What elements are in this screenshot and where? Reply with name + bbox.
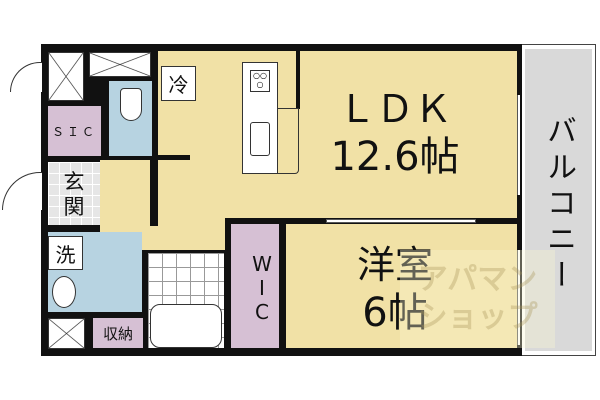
balcony: バルコニー — [521, 44, 596, 356]
closet-bottom — [48, 318, 85, 349]
fridge-label: 冷 — [161, 66, 196, 101]
storage: 収納 — [93, 318, 143, 348]
ldk-window — [517, 95, 520, 195]
washroom-label: 洗 — [48, 236, 83, 270]
shoe-closet: ＳＩＣ — [48, 106, 101, 156]
sink-icon — [250, 122, 270, 156]
toilet-icon — [120, 88, 142, 121]
western-window — [517, 250, 520, 345]
entrance-label: 玄関 — [63, 170, 85, 219]
washbasin-icon — [52, 276, 76, 308]
western-size: 6帖 — [362, 290, 428, 336]
western-room — [286, 224, 517, 348]
watermark-logo: アパマンショップ — [400, 250, 555, 348]
walk-in-closet — [231, 224, 279, 348]
entrance-door[interactable] — [2, 172, 42, 210]
bathtub-icon — [150, 304, 222, 348]
balcony-label: バルコニー — [541, 115, 576, 295]
sliding-door[interactable] — [326, 219, 476, 223]
western-name: 洋室 — [356, 242, 433, 287]
closet-top — [89, 52, 151, 77]
closet-door[interactable] — [10, 62, 42, 92]
entrance — [48, 162, 100, 225]
ldk-name: ＬＤＫ — [337, 86, 452, 131]
ldk-size: 12.6帖 — [330, 134, 460, 180]
stove-icon: ○○○ — [250, 70, 270, 92]
closet-top-left — [48, 52, 84, 101]
